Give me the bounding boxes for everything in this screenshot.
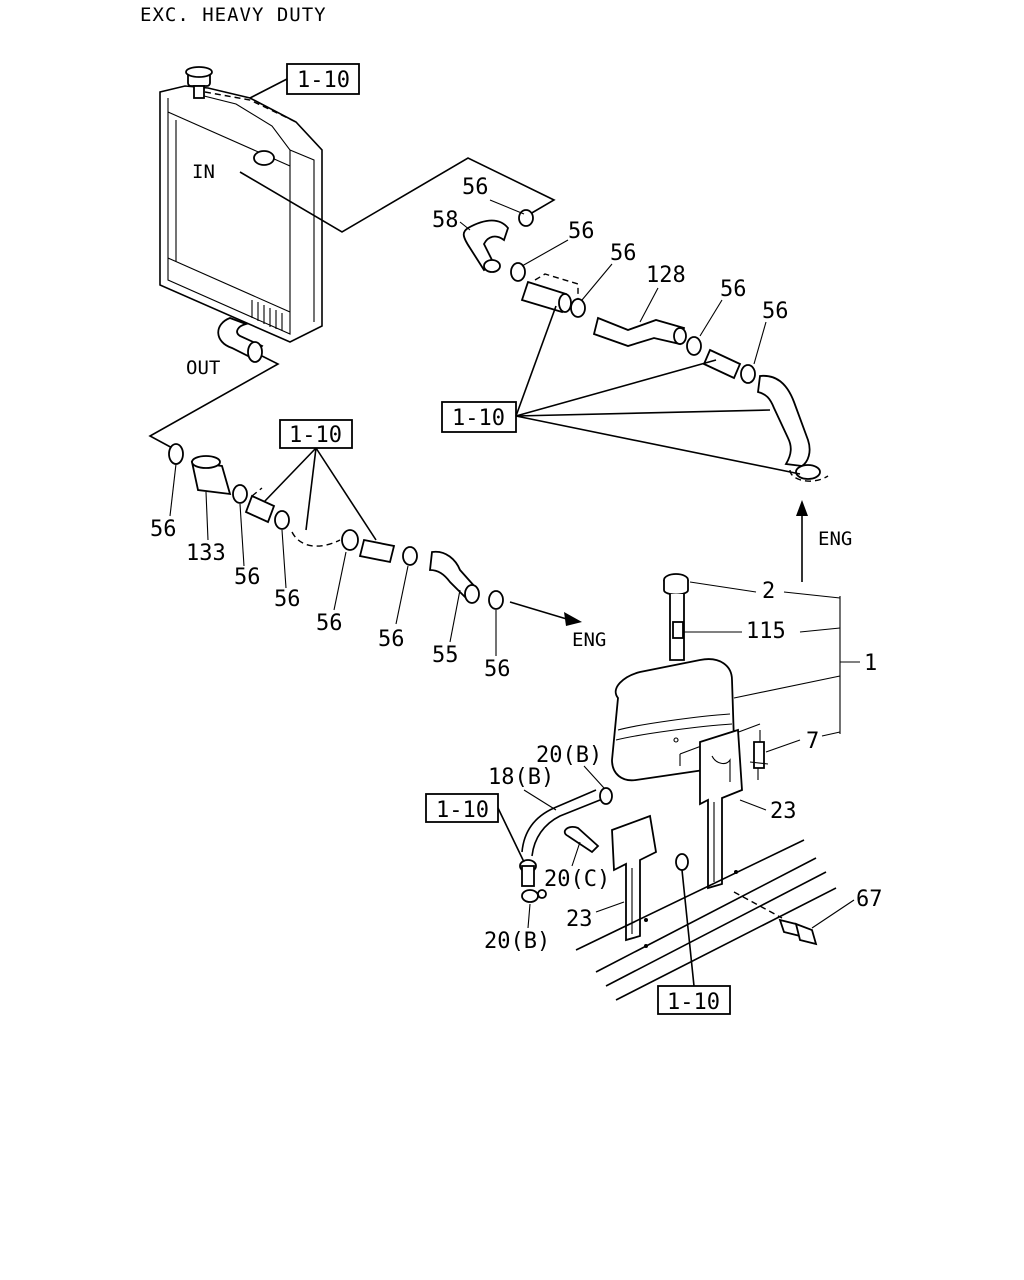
eng-arrow-lower bbox=[509, 601, 571, 621]
radiator bbox=[159, 66, 323, 363]
svg-text:1-10: 1-10 bbox=[667, 990, 720, 1015]
ref-box-top: 1-10 bbox=[286, 63, 360, 95]
svg-text:1-10: 1-10 bbox=[289, 423, 342, 448]
svg-text:1-10: 1-10 bbox=[297, 68, 350, 93]
callout-56: 56 bbox=[274, 587, 301, 612]
callout-56: 56 bbox=[462, 175, 489, 200]
callout-56: 56 bbox=[316, 611, 343, 636]
ref-box-bracket: 1-10 bbox=[657, 985, 731, 1015]
callout-18b: 18(B) bbox=[488, 765, 554, 790]
ref-box-lower-hose: 1-10 bbox=[279, 419, 353, 449]
svg-text:1-10: 1-10 bbox=[452, 406, 505, 431]
frame-lines bbox=[575, 839, 837, 1001]
flow-label-eng-lower: ENG bbox=[572, 629, 606, 651]
flow-label-in: IN bbox=[192, 161, 215, 183]
callout-115: 115 bbox=[746, 619, 786, 644]
out-flow-line bbox=[148, 355, 280, 451]
callout-56: 56 bbox=[762, 299, 789, 324]
callout-56: 56 bbox=[378, 627, 405, 652]
callout-56: 56 bbox=[568, 219, 595, 244]
callout-23: 23 bbox=[770, 799, 797, 824]
callout-67: 67 bbox=[856, 887, 883, 912]
ref-box-overflow-hose: 1-10 bbox=[425, 793, 499, 823]
flow-label-eng-upper: ENG bbox=[818, 528, 852, 550]
callout-128: 128 bbox=[646, 263, 686, 288]
lower-hose-group bbox=[168, 443, 504, 610]
callout-56: 56 bbox=[234, 565, 261, 590]
callout-20b: 20(B) bbox=[484, 929, 550, 954]
callout-58: 58 bbox=[432, 208, 459, 233]
callout-23: 23 bbox=[566, 907, 593, 932]
upper-hose-group bbox=[462, 209, 829, 482]
reservoir-tank bbox=[611, 573, 769, 782]
callout-133: 133 bbox=[186, 541, 226, 566]
callout-20c: 20(C) bbox=[544, 867, 610, 892]
svg-text:1-10: 1-10 bbox=[436, 798, 489, 823]
diagram-title: EXC. HEAVY DUTY bbox=[140, 4, 327, 26]
callout-56: 56 bbox=[720, 277, 747, 302]
flow-label-out: OUT bbox=[186, 357, 220, 379]
ref-box-upper-hose: 1-10 bbox=[441, 401, 517, 433]
brackets bbox=[611, 728, 743, 942]
callout-2: 2 bbox=[762, 579, 775, 604]
overflow-hose bbox=[519, 787, 613, 903]
in-flow-line bbox=[239, 157, 556, 233]
callout-7: 7 bbox=[806, 729, 819, 754]
callout-1: 1 bbox=[864, 651, 877, 676]
callout-20b: 20(B) bbox=[536, 743, 602, 768]
bolt bbox=[733, 891, 818, 946]
callout-56: 56 bbox=[484, 657, 511, 682]
callout-56: 56 bbox=[150, 517, 177, 542]
callout-55: 55 bbox=[432, 643, 459, 668]
callout-56: 56 bbox=[610, 241, 637, 266]
